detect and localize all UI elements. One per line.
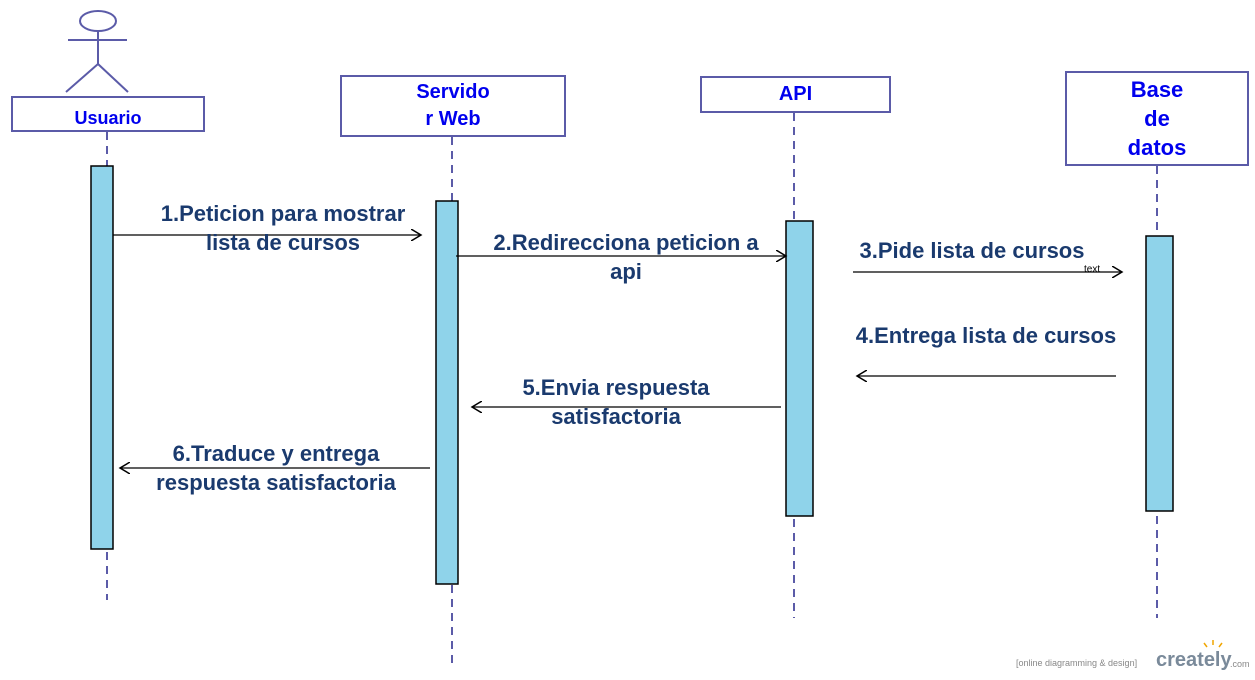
participant-base: Base de datos	[1065, 71, 1249, 166]
participant-api: API	[700, 76, 891, 113]
participant-servidor-label: Servido r Web	[416, 81, 490, 130]
actor-icon	[65, 10, 129, 93]
participant-base-label: Base de datos	[1127, 77, 1187, 160]
activation-api	[785, 220, 814, 517]
message-1-label: 1.Peticion para mostrar lista de cursos	[160, 201, 406, 255]
participant-usuario-label: Usuario	[74, 107, 142, 128]
watermark-brand: creately	[1156, 649, 1232, 671]
message-6-label: 6.Traduce y entrega respuesta satisfacto…	[156, 441, 396, 495]
creately-sun-icon	[1203, 640, 1223, 648]
message-2-label: 2.Redirecciona peticion a api	[493, 230, 759, 284]
participant-servidor: Servido r Web	[340, 75, 566, 137]
participant-usuario: Usuario	[11, 96, 205, 132]
watermark-suffix: .com	[1230, 659, 1250, 669]
message-4-label: 4.Entrega lista de cursos	[855, 323, 1117, 348]
activation-usuario	[90, 165, 114, 550]
watermark-tagline: [online diagramming & design]	[1016, 658, 1138, 668]
message-5-label: 5.Envia respuesta satisfactoria	[522, 375, 710, 429]
activation-base	[1145, 235, 1174, 512]
message-3-label: 3.Pide lista de cursos	[859, 238, 1085, 263]
activation-servidor	[435, 200, 459, 585]
participant-api-label: API	[778, 83, 813, 105]
message-3-small-label: text	[1084, 264, 1101, 275]
